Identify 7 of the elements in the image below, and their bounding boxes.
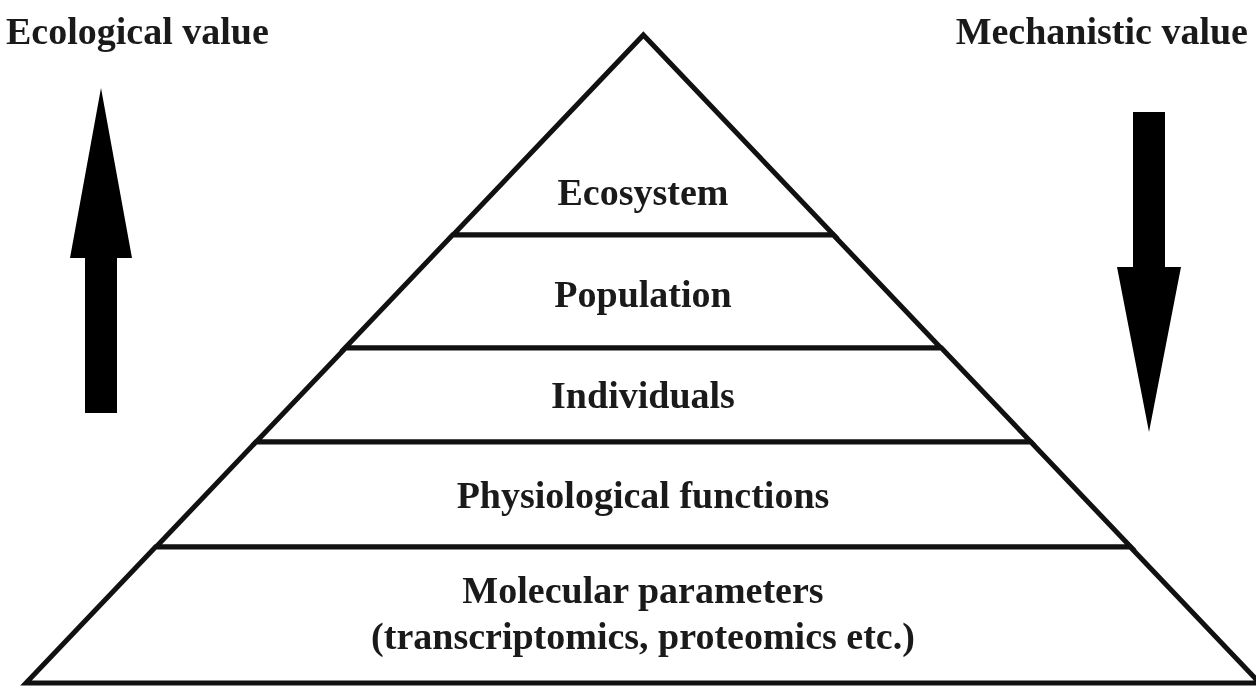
level-label: Physiological functions (456, 473, 830, 518)
level-label: Ecosystem (557, 170, 729, 215)
level-label: Individuals (551, 373, 735, 418)
level-label: Population (554, 272, 732, 317)
axis-heading: Mechanistic value (955, 9, 1248, 54)
axis-heading: Ecological value (6, 9, 269, 54)
level-label: Molecular parameters (transcriptomics, proteomics etc.) (370, 568, 916, 659)
